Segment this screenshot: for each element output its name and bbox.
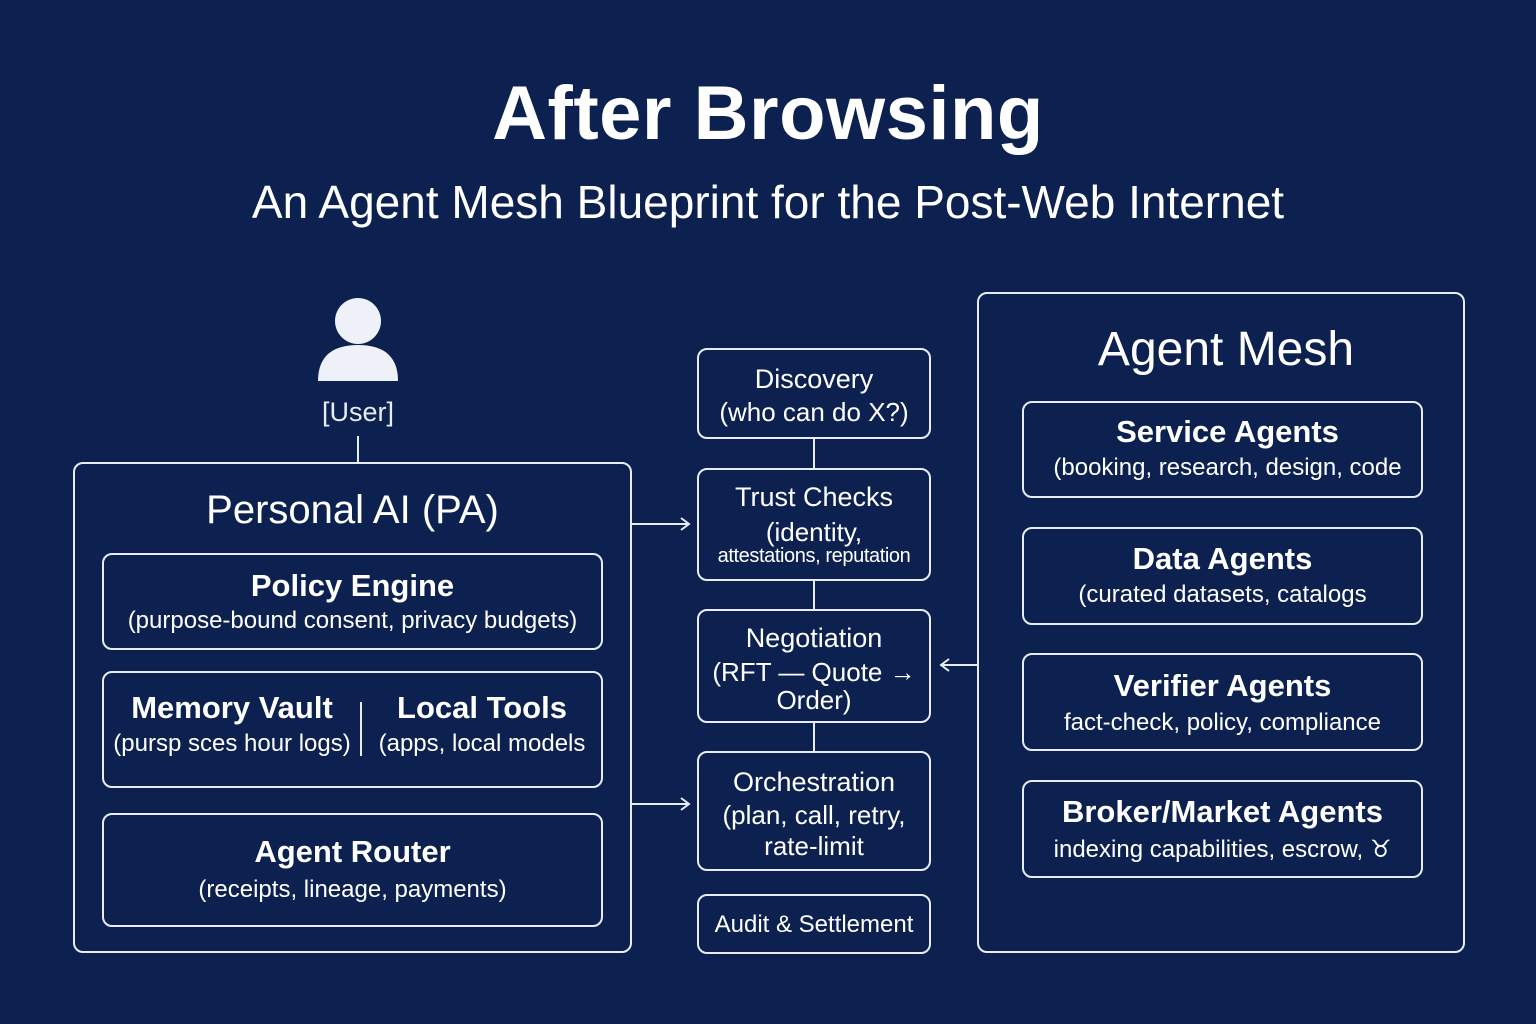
memory-vault-subtitle: (pursp sces hour logs) (113, 730, 351, 757)
policy-engine-subtitle: (purpose-bound consent, privacy budgets) (127, 607, 578, 634)
trust-checks-title: Trust Checks (734, 482, 894, 512)
local-tools-title: Local Tools (397, 690, 567, 725)
trust-checks-subtitle-1: (identity, (765, 517, 863, 547)
negotiation-subtitle-1: (RFT — Quote → (712, 657, 916, 687)
verifier-agents-subtitle: fact-check, policy, compliance (1063, 709, 1381, 736)
memory-tools-box (102, 671, 603, 788)
agent-router-subtitle: (receipts, lineage, payments) (198, 876, 507, 903)
page-title: After Browsing (492, 71, 1044, 156)
personal-ai-title: Personal AI (PA) (206, 488, 499, 532)
discovery-title: Discovery (754, 364, 874, 394)
data-agents-box (1022, 527, 1423, 625)
service-agents-title: Service Agents (1116, 414, 1339, 449)
user-icon (318, 298, 398, 381)
audit-settlement-box (697, 894, 931, 954)
orchestration-title: Orchestration (732, 767, 896, 797)
orchestration-subtitle-2: rate-limit (764, 831, 864, 861)
local-tools-subtitle: (apps, local models (378, 730, 586, 757)
verifier-agents-title: Verifier Agents (1113, 668, 1332, 703)
user-label: [User] (321, 397, 394, 427)
policy-engine-title: Policy Engine (250, 568, 455, 603)
trust-checks-subtitle-2: attestations, reputation (717, 545, 911, 567)
broker-market-agents-box (1022, 780, 1423, 878)
broker-market-agents-subtitle: indexing capabilities, escrow, ♉ (1053, 836, 1392, 863)
orchestration-subtitle-1: (plan, call, retry, (722, 800, 906, 830)
negotiation-box (697, 609, 931, 723)
negotiation-title: Negotiation (745, 623, 883, 653)
service-agents-box (1022, 401, 1423, 498)
discovery-box (697, 348, 931, 439)
agent-router-title: Agent Router (254, 834, 451, 869)
page-subtitle: An Agent Mesh Blueprint for the Post-Web… (251, 176, 1285, 228)
agent-mesh-title: Agent Mesh (1097, 323, 1355, 376)
audit-settlement-title: Audit & Settlement (714, 911, 914, 938)
personal-ai-panel (73, 462, 632, 953)
data-agents-subtitle: (curated datasets, catalogs (1078, 581, 1367, 608)
agent-router-box (102, 813, 603, 927)
broker-market-agents-title: Broker/Market Agents (1061, 794, 1383, 829)
trust-checks-box (697, 468, 931, 581)
negotiation-subtitle-2: Order) (776, 685, 852, 715)
data-agents-title: Data Agents (1132, 541, 1313, 576)
policy-engine-box (102, 553, 603, 650)
verifier-agents-box (1022, 653, 1423, 751)
orchestration-box (697, 751, 931, 871)
memory-vault-title: Memory Vault (131, 690, 333, 725)
agent-mesh-panel (977, 292, 1465, 953)
memory-tools-divider (360, 702, 362, 756)
discovery-subtitle: (who can do X?) (719, 397, 909, 427)
service-agents-subtitle: (booking, research, design, code (1053, 454, 1402, 481)
